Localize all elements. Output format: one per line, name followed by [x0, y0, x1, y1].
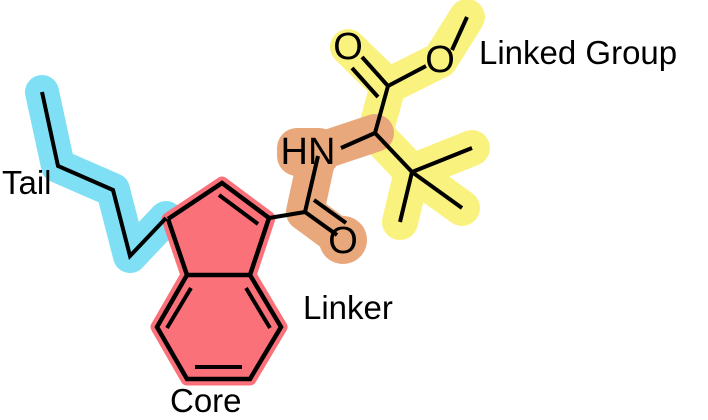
label-core: Core	[170, 382, 242, 419]
ester-o-label: O	[425, 39, 455, 81]
tail-highlight	[25, 75, 183, 273]
linked-group-bonds	[350, 16, 473, 223]
amide-carbonyl-o-label: O	[328, 220, 358, 262]
ester-carbonyl-o-label: O	[333, 26, 363, 68]
label-linker: Linker	[303, 289, 393, 326]
amide-nh-label: HN	[281, 131, 336, 173]
linker-bonds	[268, 131, 376, 237]
label-tail: Tail	[2, 164, 52, 201]
tail-bonds	[40, 91, 168, 261]
label-linked-group: Linked Group	[479, 34, 678, 71]
core-bonds	[154, 180, 284, 382]
